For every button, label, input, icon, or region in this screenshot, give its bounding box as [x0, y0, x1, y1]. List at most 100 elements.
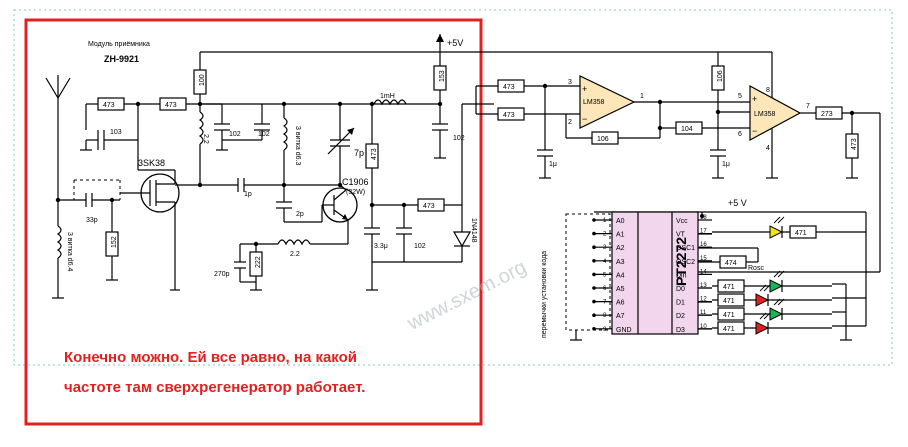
- jumper-pad: [592, 218, 596, 222]
- caption-line-2: частоте там сверхрегенератор работает.: [64, 379, 365, 396]
- resistor-473-in-value: 473: [103, 102, 115, 109]
- led-ray: [759, 284, 767, 292]
- jumper-pad: [592, 286, 596, 290]
- pin-number-right: 10: [700, 324, 707, 330]
- cap-amp-1u-b-value: 1μ: [722, 161, 730, 168]
- cap-amp-1u-a-value: 1μ: [549, 161, 557, 168]
- led-ray: [773, 298, 781, 306]
- resistor-471: [717, 293, 745, 307]
- pin-label-a3: A3: [616, 259, 625, 266]
- cap-2p-value: 2p: [296, 211, 304, 218]
- jumper-pad: [592, 245, 596, 249]
- opamp-1-pin3: 3: [568, 79, 572, 86]
- resistor-222-value: 222: [255, 256, 262, 268]
- pin-label-a6: A6: [616, 300, 625, 307]
- pin-label-a2: A2: [616, 245, 625, 252]
- jumper-pad: [592, 313, 596, 318]
- cap-33p-value: 33p: [86, 217, 98, 224]
- opamp-2-pin8: 8: [766, 87, 770, 94]
- supply-bottom-label: +5 V: [728, 198, 747, 208]
- coil-main-label: 3 витка d6.3: [294, 126, 301, 165]
- coil-22a-value: 2.2: [202, 134, 209, 144]
- opamp-2-pin7: 7: [806, 103, 810, 110]
- pin-number-right: 15: [700, 256, 707, 262]
- pin-number-left: 6: [603, 286, 607, 292]
- choke-1mh-value: 1mH: [380, 93, 395, 100]
- cap-102b-value: 102: [258, 131, 270, 138]
- resistor-471: [717, 307, 745, 321]
- opamp-1-plus: +: [582, 84, 587, 94]
- pin-label-a5: A5: [616, 286, 625, 293]
- pin-number-right: 12: [700, 297, 707, 303]
- resistor-471-value: 471: [723, 326, 735, 333]
- opamp-2-minus: −: [752, 126, 757, 136]
- resistor-amp-473b-value: 473: [503, 112, 515, 119]
- cap-33u-value: 3.3μ: [374, 243, 388, 250]
- led-ray: [763, 284, 771, 292]
- coil-left-label: 3 витка d6.4: [66, 232, 73, 271]
- led-d1-icon: [755, 293, 770, 307]
- resistor-amp-273-value: 273: [821, 111, 833, 118]
- opamp-2-pin5: 5: [738, 93, 742, 100]
- coil-left: [56, 225, 62, 259]
- resistor-amp-473c-value: 473: [851, 138, 858, 150]
- pin-label-osc2: OSC2: [676, 259, 695, 266]
- module-model: ZH-9921: [104, 54, 139, 64]
- resistor-rosc-value: 474: [725, 260, 737, 267]
- resistor-100-value: 100: [199, 74, 206, 86]
- opamp-2-plus: +: [752, 94, 757, 104]
- opamp-2-pin6: 6: [738, 131, 742, 138]
- diode-1n4148-icon: [452, 231, 472, 248]
- resistor-152-value: 152: [111, 236, 118, 248]
- antenna-icon: [45, 75, 71, 200]
- decoder-label: PT2272: [673, 237, 689, 286]
- coil-22b-value: 2.2: [290, 251, 300, 258]
- pin-number-left: 8: [603, 313, 607, 319]
- pin-number-right: 11: [700, 310, 707, 316]
- jumper-pad: [592, 299, 596, 304]
- cap-270p-value: 270p: [214, 271, 230, 278]
- pin-number-left: 4: [603, 259, 607, 265]
- resistor-473c-value: 473: [371, 148, 378, 160]
- pin-label-din: Din: [676, 272, 687, 279]
- resistor-471-value: 471: [723, 312, 735, 319]
- module-title: Модуль приёмника: [88, 41, 150, 48]
- pin-label-d2: D2: [676, 313, 685, 320]
- resistor-amp-106a-value: 106: [597, 136, 609, 143]
- pin-label-a4: A4: [616, 272, 625, 279]
- code-jumper-block: [565, 213, 611, 331]
- pin-label-d0: D0: [676, 286, 685, 293]
- pin-label-gnd: GND: [616, 327, 632, 334]
- coil-22a: [198, 111, 204, 145]
- pin-label-a0: A0: [616, 218, 625, 225]
- opamp-1-minus: −: [582, 114, 587, 124]
- pin-label-vt: VT: [676, 232, 686, 239]
- cap-103-value: 103: [110, 129, 122, 136]
- cap-102c-value: 102: [453, 135, 465, 142]
- resistor-471: [717, 279, 745, 293]
- transistor-sub: (32W): [346, 189, 365, 196]
- diode-label: 1N4148: [470, 218, 477, 243]
- trimmer-7p-value: 7p: [354, 148, 364, 158]
- pin-label-a1: A1: [616, 232, 625, 239]
- resistor-471: [717, 321, 745, 335]
- pin-label-osc1: OSC1: [676, 245, 695, 252]
- resistor-471-value: 471: [723, 298, 735, 305]
- pin-number-left: 7: [603, 300, 607, 306]
- coil-22b: [277, 239, 311, 246]
- opamp-1-label: LM358: [583, 99, 605, 106]
- jumper-pad: [592, 272, 596, 277]
- choke-1mh: [373, 99, 407, 106]
- led-d0-icon: [769, 279, 784, 293]
- led-d2-icon: [769, 307, 784, 321]
- outer-frame: [13, 9, 893, 366]
- pin-label-a7: A7: [616, 313, 625, 320]
- jumper-pad: [592, 259, 596, 263]
- pin-number-right: 17: [700, 229, 707, 235]
- pin-label-vcc: Vcc: [676, 218, 688, 225]
- opamp-1-pin2: 2: [568, 119, 572, 126]
- resistor-473-mid-value: 473: [165, 102, 177, 109]
- led-ray: [777, 270, 785, 278]
- pin-number-left: 1: [603, 218, 607, 224]
